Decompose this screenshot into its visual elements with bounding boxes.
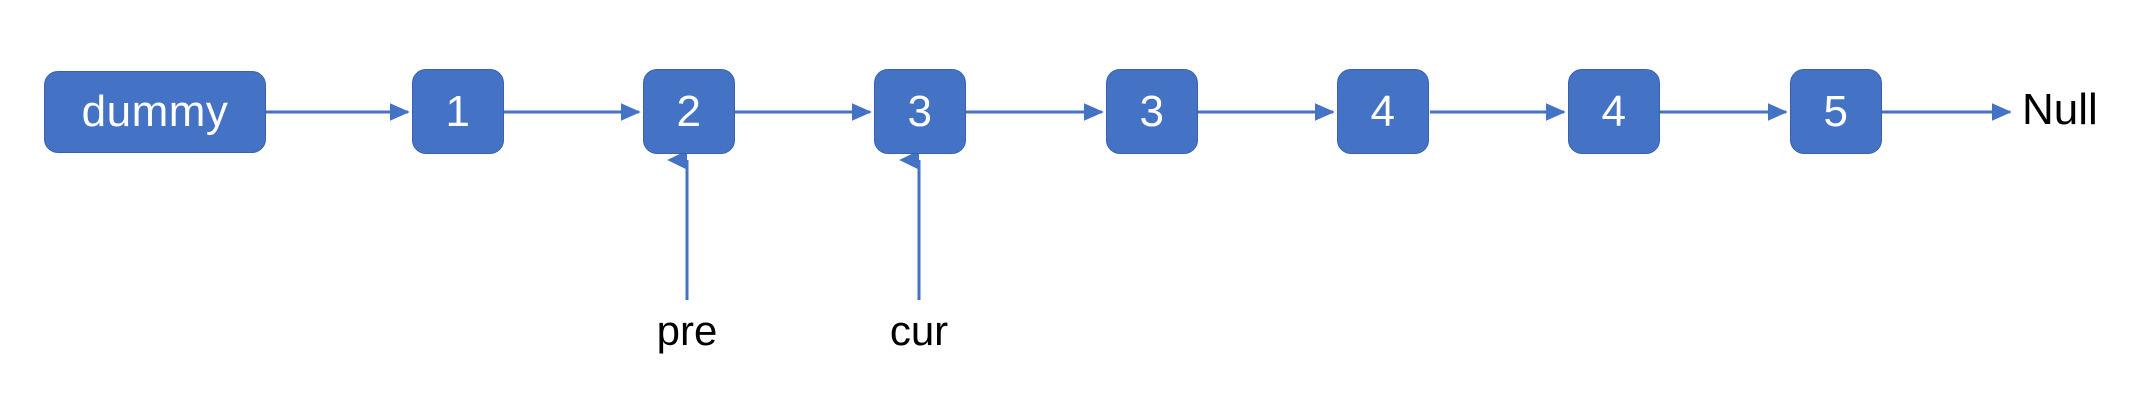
list-node-n1: 1 bbox=[412, 69, 504, 154]
list-node-label: 3 bbox=[907, 86, 933, 136]
list-node-label: 4 bbox=[1601, 86, 1627, 136]
pointer-label-cur: cur bbox=[889, 307, 949, 354]
pointer-label-pre: pre bbox=[656, 307, 718, 354]
list-node-n3a: 3 bbox=[874, 69, 966, 154]
list-node-label: dummy bbox=[81, 87, 229, 136]
list-node-n2: 2 bbox=[643, 69, 735, 154]
list-node-label: 4 bbox=[1370, 86, 1396, 136]
variable-pointer-arrows bbox=[667, 150, 921, 300]
list-node-label: 3 bbox=[1139, 86, 1165, 136]
list-node-dummy: dummy bbox=[44, 71, 266, 153]
list-node-label: 5 bbox=[1823, 86, 1849, 136]
list-node-n3b: 3 bbox=[1106, 69, 1198, 154]
list-node-n4b: 4 bbox=[1568, 69, 1660, 154]
list-node-n4a: 4 bbox=[1337, 69, 1429, 154]
list-node-n5: 5 bbox=[1790, 69, 1882, 154]
list-node-label: 1 bbox=[445, 86, 471, 136]
list-node-label: 2 bbox=[676, 86, 702, 136]
null-terminal-label: Null bbox=[2022, 85, 2098, 134]
